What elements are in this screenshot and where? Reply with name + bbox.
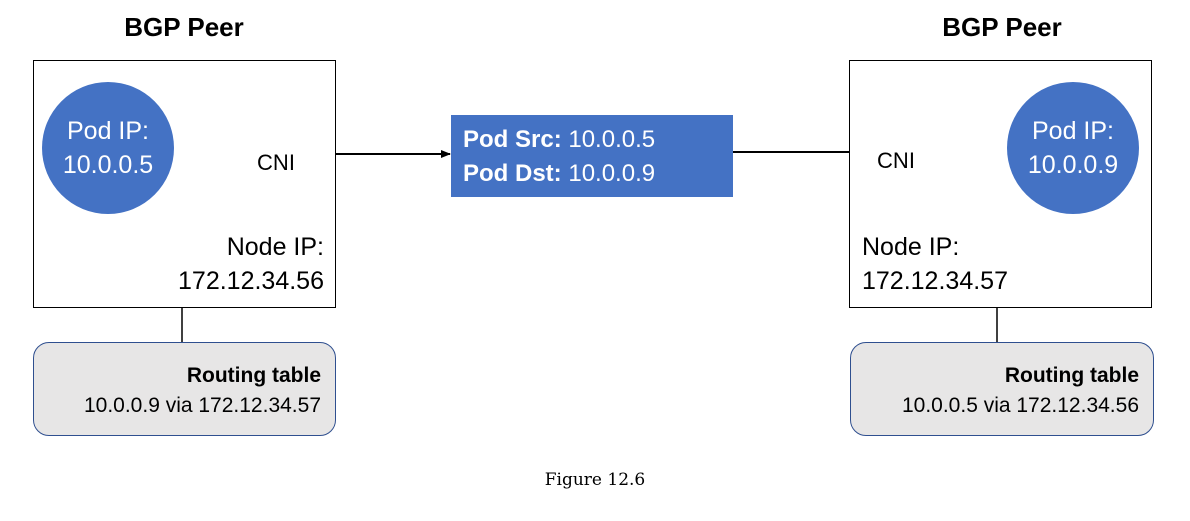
right-node-ip-label: Node IP: — [862, 233, 960, 261]
packet-box: Pod Src: 10.0.0.5 Pod Dst: 10.0.0.9 — [451, 115, 733, 197]
right-node-ip-value: 172.12.34.57 — [862, 267, 1008, 295]
left-node-ip-value: 172.12.34.56 — [178, 267, 324, 295]
right-pod-ip: 10.0.0.9 — [1027, 151, 1119, 179]
packet-src-label: Pod Src: — [463, 126, 562, 153]
left-peer-title: BGP Peer — [124, 12, 244, 42]
left-node-ip-label: Node IP: — [226, 233, 324, 261]
right-routing-entry: 10.0.0.5 via 172.12.34.56 — [901, 394, 1139, 417]
right-peer-title: BGP Peer — [942, 12, 1062, 42]
packet-dst-row: Pod Dst: 10.0.0.9 — [463, 157, 721, 191]
right-routing-title: Routing table — [1004, 364, 1139, 387]
packet-src-row: Pod Src: 10.0.0.5 — [463, 123, 721, 157]
left-cni-label: CNI — [257, 150, 295, 175]
right-pod-circle: Pod IP: 10.0.0.9 — [1007, 82, 1139, 214]
figure-caption: Figure 12.6 — [544, 470, 646, 490]
right-routing-table: Routing table 10.0.0.5 via 172.12.34.56 — [850, 342, 1154, 436]
packet-dst-label: Pod Dst: — [463, 160, 562, 187]
left-pod-circle: Pod IP: 10.0.0.5 — [42, 82, 174, 214]
right-pod-label: Pod IP: — [1032, 117, 1114, 145]
packet-src-value: 10.0.0.5 — [568, 126, 656, 153]
left-node-ip-block: Node IP: 172.12.34.56 — [160, 230, 324, 298]
left-routing-entry: 10.0.0.9 via 172.12.34.57 — [83, 394, 321, 417]
right-node-ip-block: Node IP: 172.12.34.57 — [862, 230, 1062, 298]
packet-dst-value: 10.0.0.9 — [568, 160, 656, 187]
left-pod-label: Pod IP: — [67, 117, 149, 145]
left-routing-table: Routing table 10.0.0.9 via 172.12.34.57 — [33, 342, 336, 436]
left-pod-ip: 10.0.0.5 — [62, 151, 154, 179]
right-cni-label: CNI — [877, 148, 915, 173]
left-routing-title: Routing table — [186, 364, 321, 387]
